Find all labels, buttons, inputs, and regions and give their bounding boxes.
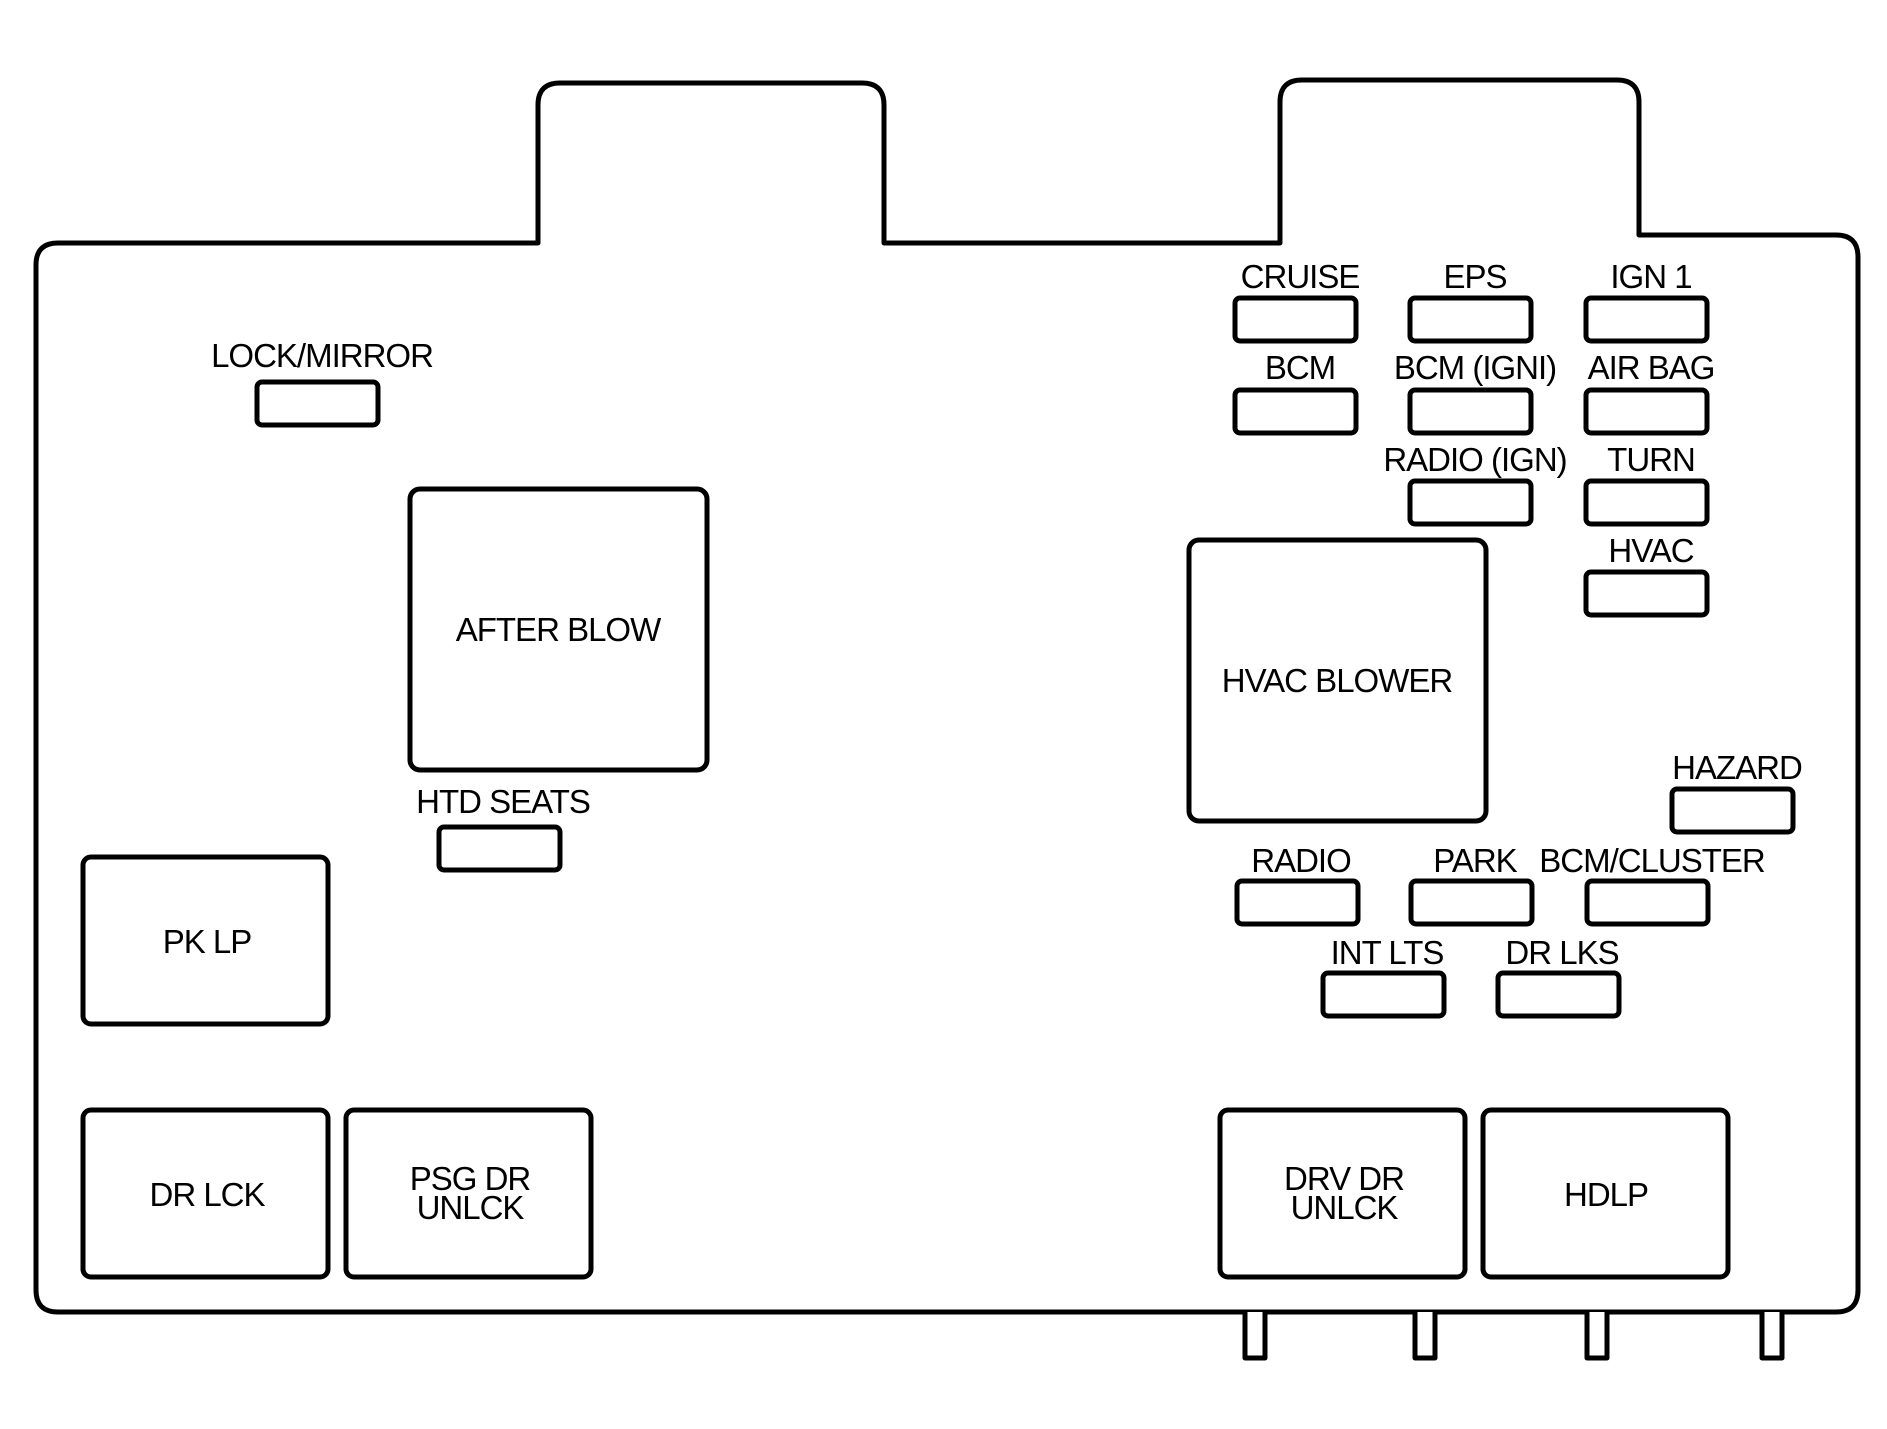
relay-slot	[407, 486, 710, 773]
fuse-label: HAZARD	[1672, 749, 1802, 786]
fuse-bcm[interactable]: BCM	[1232, 349, 1359, 436]
fuse-label: PARK	[1433, 842, 1517, 879]
fuse-label: CRUISE	[1241, 258, 1360, 295]
fuse-label: RADIO (IGN)	[1383, 441, 1566, 478]
fuse-slot	[1407, 478, 1534, 527]
connector-tab	[1759, 1312, 1785, 1361]
fuse-slot	[1583, 387, 1710, 436]
relay-psg-dr-unlck[interactable]: PSG DR UNLCK	[343, 1107, 594, 1280]
fuse-label: TURN	[1607, 441, 1695, 478]
fuse-slot	[1408, 878, 1535, 927]
fuse-label: AIR BAG	[1588, 349, 1715, 386]
fuse-label: LOCK/MIRROR	[211, 337, 433, 374]
fuse-int-lts[interactable]: INT LTS	[1320, 934, 1447, 1019]
fuse-ign-1[interactable]: IGN 1	[1583, 258, 1710, 344]
relay-label: PK LP	[163, 923, 252, 960]
fuse-label: HTD SEATS	[416, 783, 590, 820]
fuse-slot	[1669, 786, 1796, 835]
fuse-turn[interactable]: TURN	[1583, 441, 1710, 527]
fuse-eps[interactable]: EPS	[1407, 258, 1534, 344]
connector-tab	[1242, 1312, 1268, 1361]
fuse-air-bag[interactable]: AIR BAG	[1583, 349, 1715, 436]
relay-slot	[1480, 1107, 1731, 1280]
fuse-lock-mirror[interactable]: LOCK/MIRROR	[211, 337, 434, 428]
fuse-label: BCM	[1265, 349, 1335, 386]
fuse-cruise[interactable]: CRUISE	[1232, 258, 1360, 344]
relay-slot	[80, 1107, 331, 1280]
fuse-label: HVAC	[1608, 532, 1693, 569]
fuse-bcm-cluster[interactable]: BCM/CLUSTER	[1539, 842, 1766, 927]
relay-slot	[80, 854, 331, 1027]
fuse-hazard[interactable]: HAZARD	[1669, 749, 1803, 835]
fuse-dr-lks[interactable]: DR LKS	[1495, 934, 1622, 1019]
relay-label: DR LCK	[149, 1176, 265, 1213]
fuse-slot	[254, 379, 381, 428]
fuse-label: RADIO	[1251, 842, 1351, 879]
relay-drv-dr-unlck[interactable]: DRV DR UNLCK	[1217, 1107, 1468, 1280]
fuse-radio-ign[interactable]: RADIO (IGN)	[1383, 441, 1568, 527]
relay-slot	[343, 1107, 594, 1280]
fuse-label: BCM (IGNI)	[1394, 349, 1556, 386]
connector-tabs	[1242, 1312, 1785, 1361]
fuse-slot	[1407, 295, 1534, 344]
fuse-slot	[1320, 970, 1447, 1019]
relay-pk-lp[interactable]: PK LP	[80, 854, 331, 1027]
fuse-slot	[1407, 387, 1534, 436]
fuse-slot	[1232, 387, 1359, 436]
relay-hvac-blower[interactable]: HVAC BLOWER	[1186, 537, 1489, 824]
relay-slot	[1186, 537, 1489, 824]
relay-label: AFTER BLOW	[456, 611, 662, 648]
relay-label: HVAC BLOWER	[1222, 662, 1453, 699]
fuse-slot	[1583, 295, 1710, 344]
fuse-slot	[1583, 569, 1710, 618]
relay-label-line1: PSG DR	[410, 1160, 531, 1197]
fuse-label: IGN 1	[1610, 258, 1691, 295]
fuse-park[interactable]: PARK	[1408, 842, 1535, 927]
fuse-htd-seats[interactable]: HTD SEATS	[416, 783, 591, 873]
fuse-bcm-igni[interactable]: BCM (IGNI)	[1394, 349, 1557, 436]
relay-after-blow[interactable]: AFTER BLOW	[407, 486, 710, 773]
fuse-slot	[1495, 970, 1622, 1019]
fuse-slot	[436, 824, 563, 873]
relay-label-line2: UNLCK	[417, 1189, 525, 1226]
relay-label-line2: UNLCK	[1291, 1189, 1399, 1226]
fuse-label: EPS	[1443, 258, 1506, 295]
fuse-hvac[interactable]: HVAC	[1583, 532, 1710, 618]
connector-tab	[1584, 1312, 1610, 1361]
fuse-label: DR LKS	[1505, 934, 1618, 971]
relay-label: HDLP	[1564, 1176, 1648, 1213]
fuse-radio[interactable]: RADIO	[1234, 842, 1361, 927]
relay-hdlp[interactable]: HDLP	[1480, 1107, 1731, 1280]
fuse-slot	[1234, 878, 1361, 927]
relay-slot	[1217, 1107, 1468, 1280]
connector-tab	[1412, 1312, 1438, 1361]
fuse-slot	[1584, 878, 1711, 927]
relay-label-line1: DRV DR	[1284, 1160, 1404, 1197]
fuse-slot	[1232, 295, 1359, 344]
relay-dr-lck[interactable]: DR LCK	[80, 1107, 331, 1280]
fuse-slot	[1583, 478, 1710, 527]
fuse-label: INT LTS	[1331, 934, 1444, 971]
fuse-label: BCM/CLUSTER	[1539, 842, 1765, 879]
